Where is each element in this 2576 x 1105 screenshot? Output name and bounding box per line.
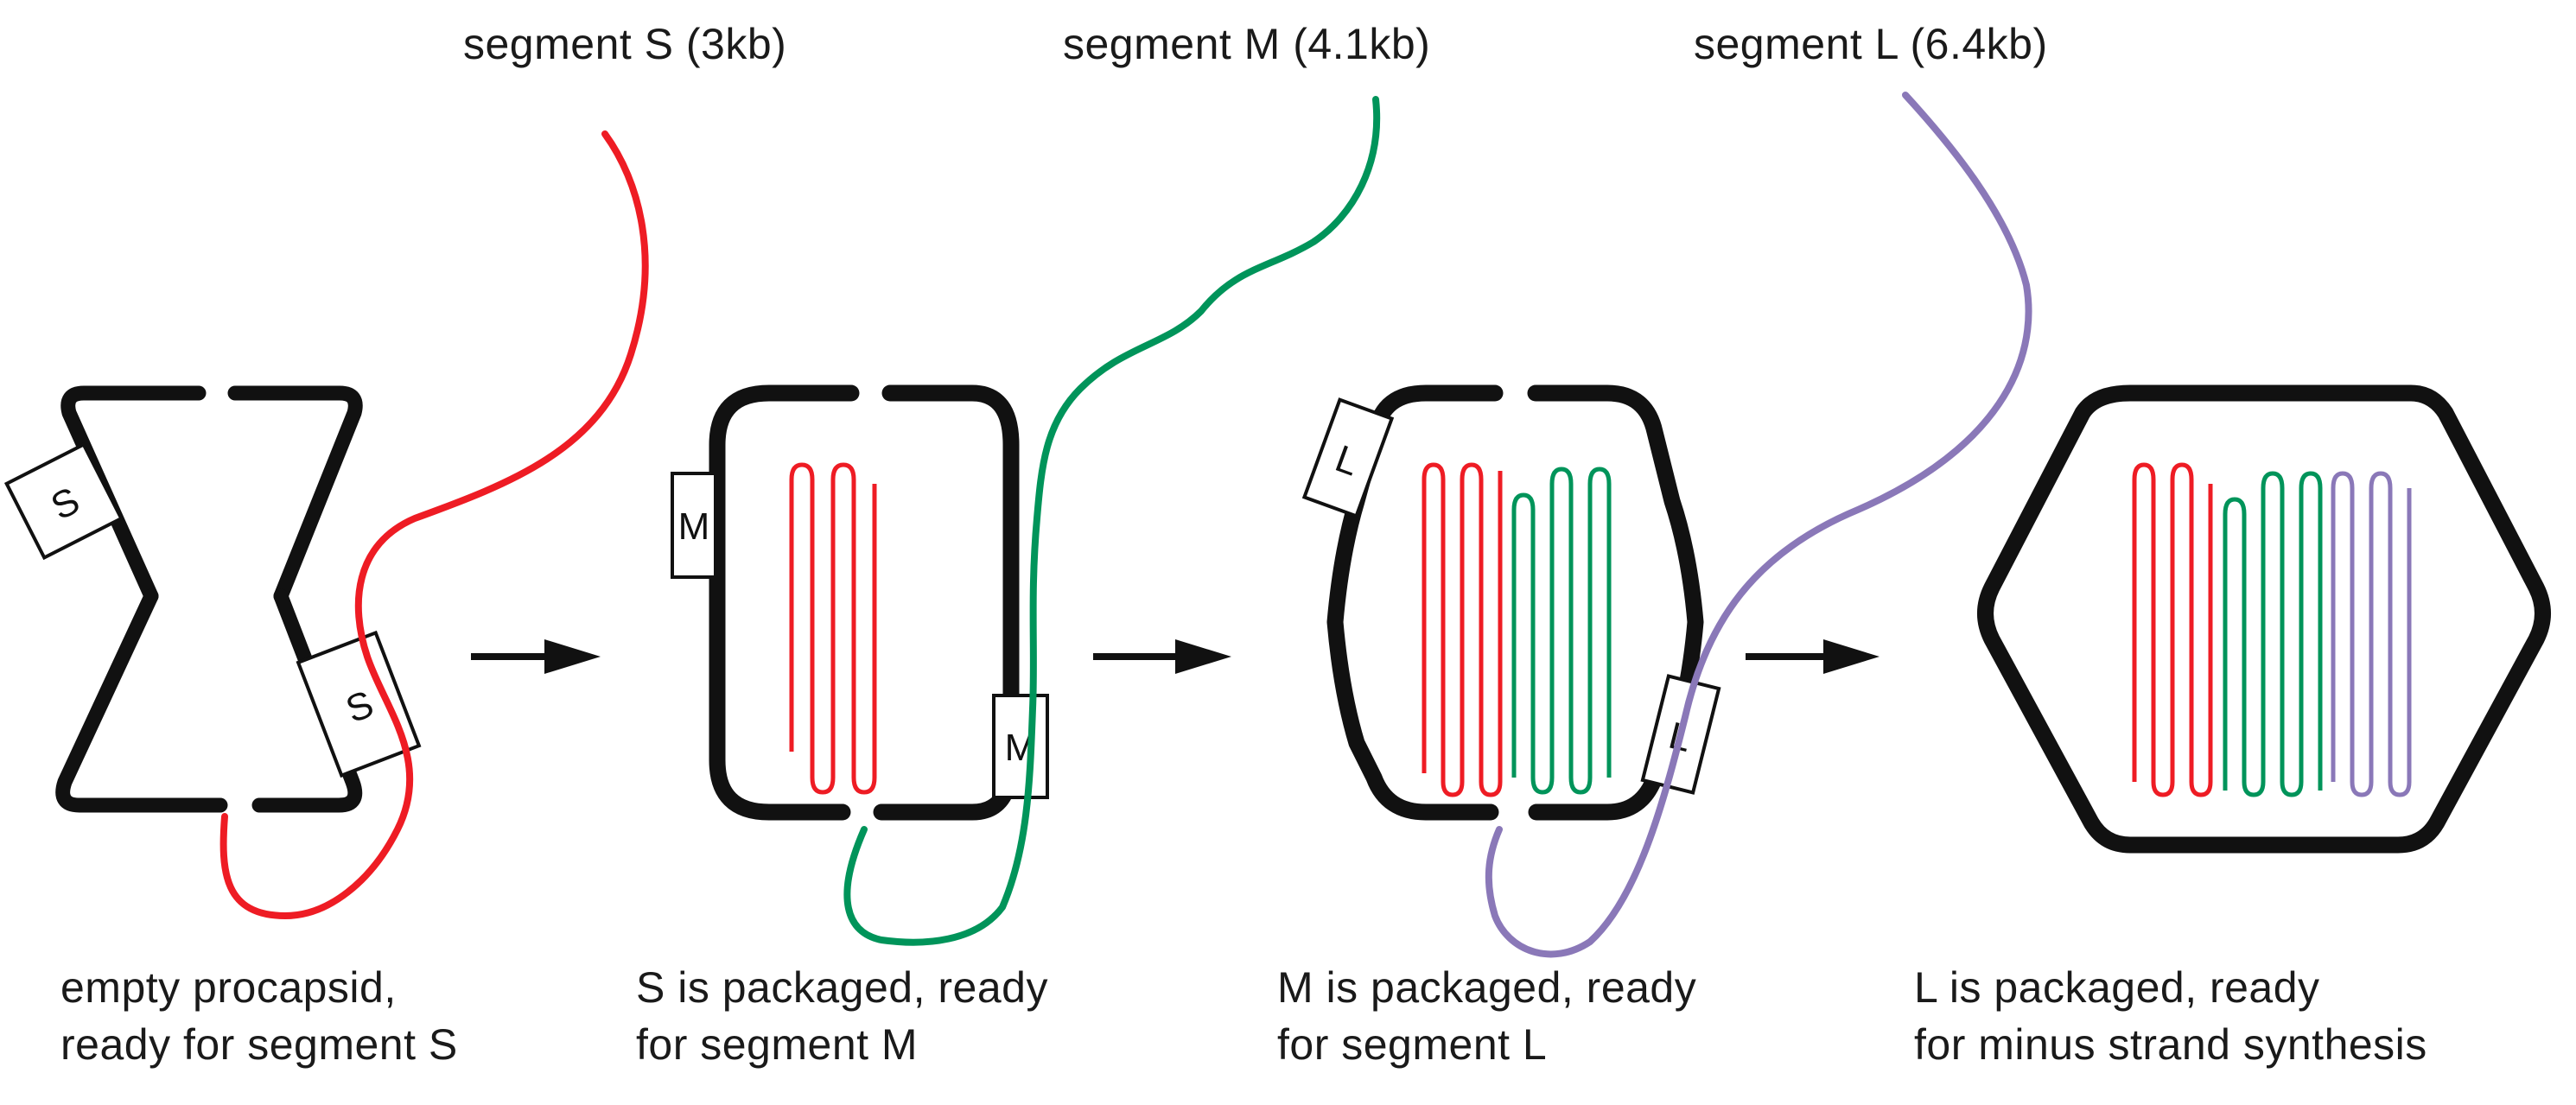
- caption-stage-3: M is packaged, ready for segment L: [1277, 959, 1696, 1073]
- arrow-1: [471, 639, 601, 674]
- caption-stage-2: S is packaged, ready for segment M: [636, 959, 1048, 1073]
- marker-s-top: S: [3, 441, 124, 561]
- caption-stage-3-line-1: M is packaged, ready: [1277, 963, 1697, 1012]
- arrow-2: [1093, 639, 1231, 674]
- arrow-3: [1746, 639, 1880, 674]
- packaged-s-stage4: [2132, 462, 2213, 797]
- procapsid-empty: [55, 385, 363, 813]
- caption-stage-4: L is packaged, ready for minus strand sy…: [1914, 959, 2427, 1073]
- capsid-closed: [1977, 384, 2551, 854]
- packaged-m-stage4: [2223, 471, 2323, 797]
- caption-stage-4-line-1: L is packaged, ready: [1914, 963, 2320, 1012]
- segment-s-rna: [219, 130, 649, 919]
- segment-l-title: segment L (6.4kb): [1694, 20, 2048, 68]
- caption-stage-4-line-2: for minus strand synthesis: [1914, 1020, 2427, 1069]
- marker-m-bottom: M: [992, 694, 1049, 799]
- packaged-s-stage2: [789, 462, 877, 795]
- caption-stage-1-line-2: ready for segment S: [60, 1020, 458, 1069]
- segment-l-rna: [1485, 92, 2032, 958]
- segment-s-title: segment S (3kb): [463, 20, 787, 68]
- packaged-s-stage3: [1422, 462, 1503, 797]
- caption-stage-3-line-2: for segment L: [1277, 1020, 1548, 1069]
- segment-m-title: segment M (4.1kb): [1063, 20, 1431, 68]
- caption-stage-1: empty procapsid, ready for segment S: [60, 959, 458, 1073]
- marker-l-top: L: [1301, 397, 1395, 518]
- marker-m-top: M: [671, 472, 717, 579]
- marker-s-bottom: S: [296, 630, 422, 778]
- marker-m-label-1: M: [678, 505, 710, 548]
- packaged-m-stage3: [1511, 467, 1612, 795]
- caption-stage-2-line-2: for segment M: [636, 1020, 919, 1069]
- caption-stage-2-line-1: S is packaged, ready: [636, 963, 1048, 1012]
- packaged-l-stage4: [2331, 471, 2412, 797]
- procapsid-stage2: [709, 384, 1020, 821]
- segment-m-rna: [843, 96, 1381, 946]
- caption-stage-1-line-1: empty procapsid,: [60, 963, 397, 1012]
